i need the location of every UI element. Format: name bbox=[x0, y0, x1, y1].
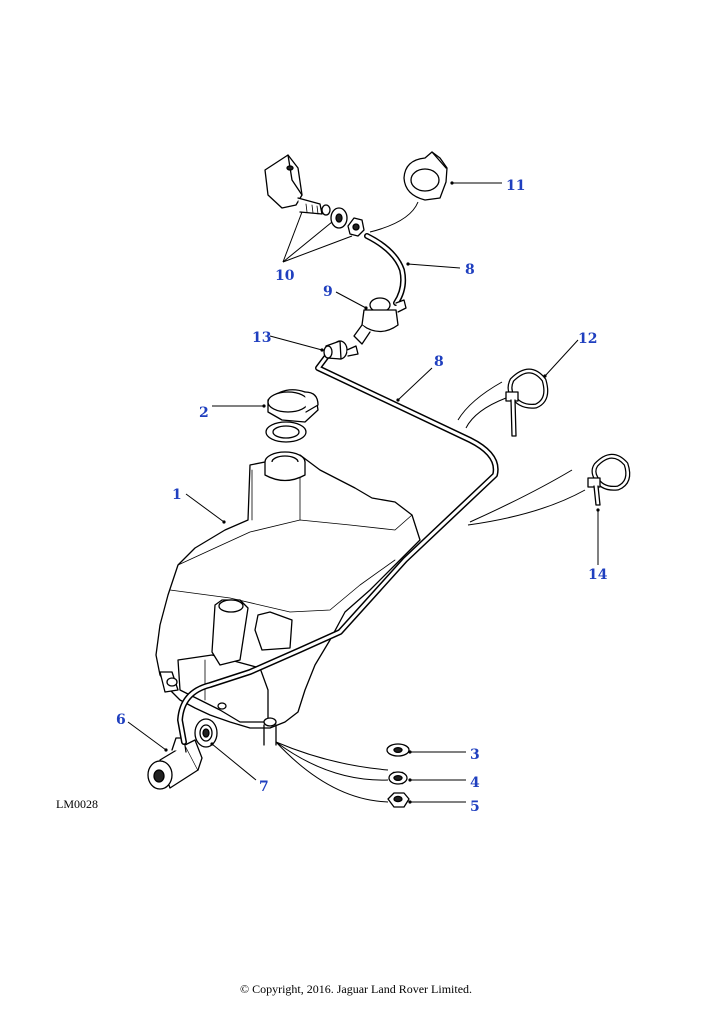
callout-9: 9 bbox=[323, 284, 333, 300]
callout-13: 13 bbox=[252, 330, 271, 346]
callout-3: 3 bbox=[470, 747, 480, 763]
cable-tie-upper[interactable] bbox=[505, 368, 549, 437]
plain-washer[interactable] bbox=[386, 743, 410, 757]
leader-lines bbox=[127, 181, 600, 804]
cable-tie-lower[interactable] bbox=[587, 453, 631, 506]
callout-11: 11 bbox=[506, 178, 525, 194]
callout-10: 10 bbox=[275, 268, 295, 284]
washer-pump[interactable] bbox=[147, 737, 203, 790]
diagram-reference: LM0028 bbox=[56, 797, 98, 811]
callout-7: 7 bbox=[259, 779, 269, 795]
callout-2: 2 bbox=[199, 405, 209, 421]
callout-5: 5 bbox=[470, 799, 480, 815]
hose-clip[interactable] bbox=[403, 151, 448, 201]
washer-reservoir-tank[interactable] bbox=[155, 451, 421, 746]
washer-hose[interactable] bbox=[177, 233, 499, 745]
lock-washer[interactable] bbox=[388, 771, 408, 785]
callout-4: 4 bbox=[470, 775, 480, 791]
filler-cap[interactable] bbox=[265, 389, 319, 443]
hose-connector[interactable] bbox=[323, 340, 359, 360]
washer-jet-assembly[interactable] bbox=[264, 154, 365, 237]
hex-nut[interactable] bbox=[387, 792, 410, 808]
callout-labels: 1 2 3 4 5 6 7 8 8 9 10 11 12 13 14 bbox=[116, 178, 608, 815]
callout-1: 1 bbox=[172, 487, 182, 503]
callout-6: 6 bbox=[116, 712, 126, 728]
callout-12: 12 bbox=[578, 331, 597, 347]
non-return-valve[interactable] bbox=[353, 297, 407, 345]
callout-14: 14 bbox=[588, 567, 608, 583]
callout-8-lower: 8 bbox=[434, 354, 444, 370]
callout-8-upper: 8 bbox=[465, 262, 475, 278]
pump-grommet[interactable] bbox=[194, 718, 218, 748]
copyright-notice: © Copyright, 2016. Jaguar Land Rover Lim… bbox=[240, 982, 472, 996]
